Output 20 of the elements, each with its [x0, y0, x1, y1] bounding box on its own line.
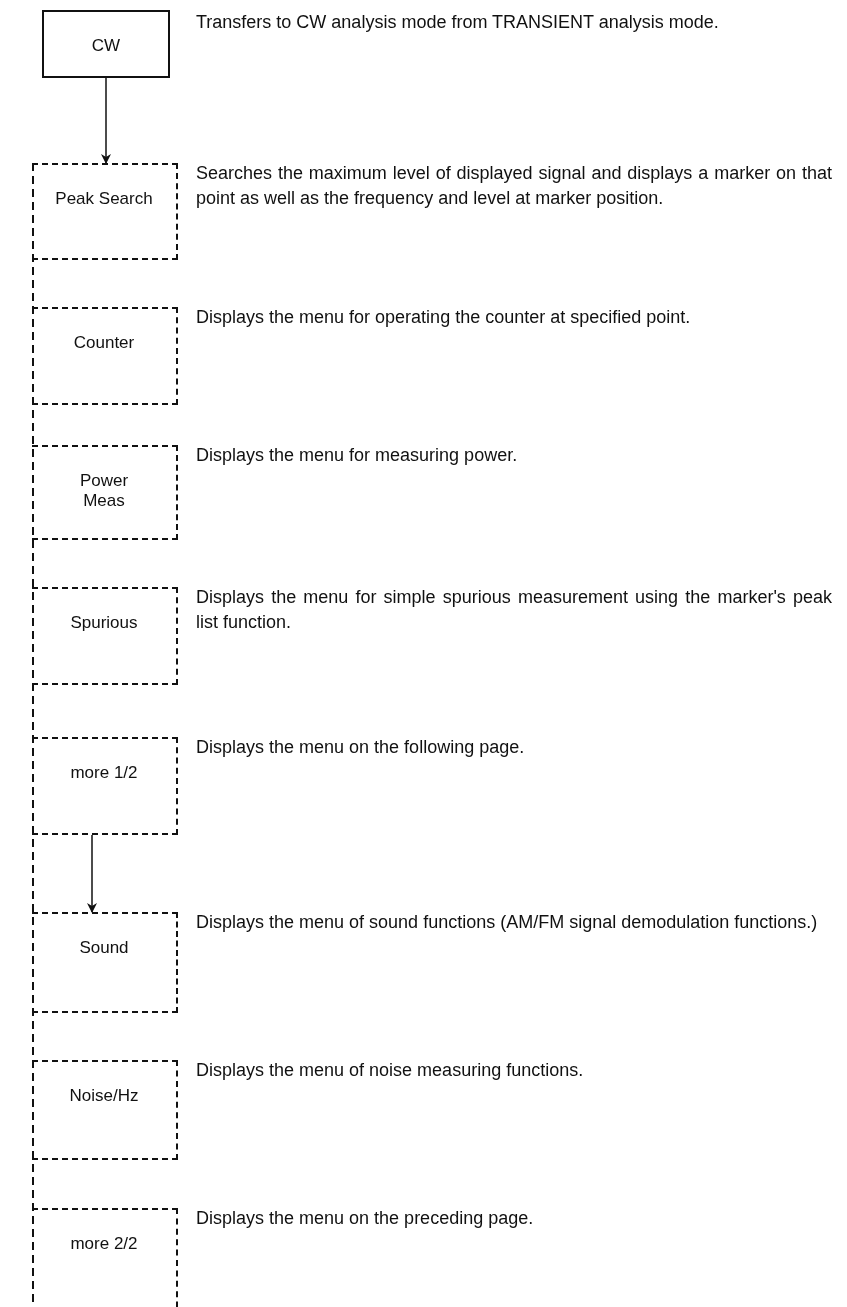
description-text: Displays the menu of noise measuring functions. — [196, 1059, 585, 1082]
key-box: CW — [42, 10, 170, 78]
softkey-box: Peak Search — [32, 163, 178, 260]
description-text: Searches the maximum level of displayed signal and displays a marker on that point as well as the frequency and level at marker position. — [196, 162, 832, 210]
softkey-box: Noise/Hz — [32, 1060, 178, 1160]
softkey-box: Sound — [32, 912, 178, 1013]
softkey-box: Power Meas — [32, 445, 178, 540]
arrow — [101, 77, 111, 164]
softkey-box: Spurious — [32, 587, 178, 685]
description-text: Displays the menu of sound functions (AM/FM signal demodulation functions.) — [196, 911, 819, 934]
description-text: Displays the menu for operating the counter at specified point. — [196, 306, 692, 329]
softkey-box: more 2/2 — [32, 1208, 178, 1307]
description-text: Displays the menu on the following page. — [196, 736, 526, 759]
softkey-box: Counter — [32, 307, 178, 405]
description-text: Displays the menu for simple spurious measurement using the marker's peak list function. — [196, 586, 832, 634]
softkey-box: more 1/2 — [32, 737, 178, 835]
description-text: Displays the menu on the preceding page. — [196, 1207, 535, 1230]
description-text: Displays the menu for measuring power. — [196, 444, 519, 467]
arrow — [87, 834, 97, 913]
description-text: Transfers to CW analysis mode from TRANSIENT analysis mode. — [196, 11, 720, 34]
